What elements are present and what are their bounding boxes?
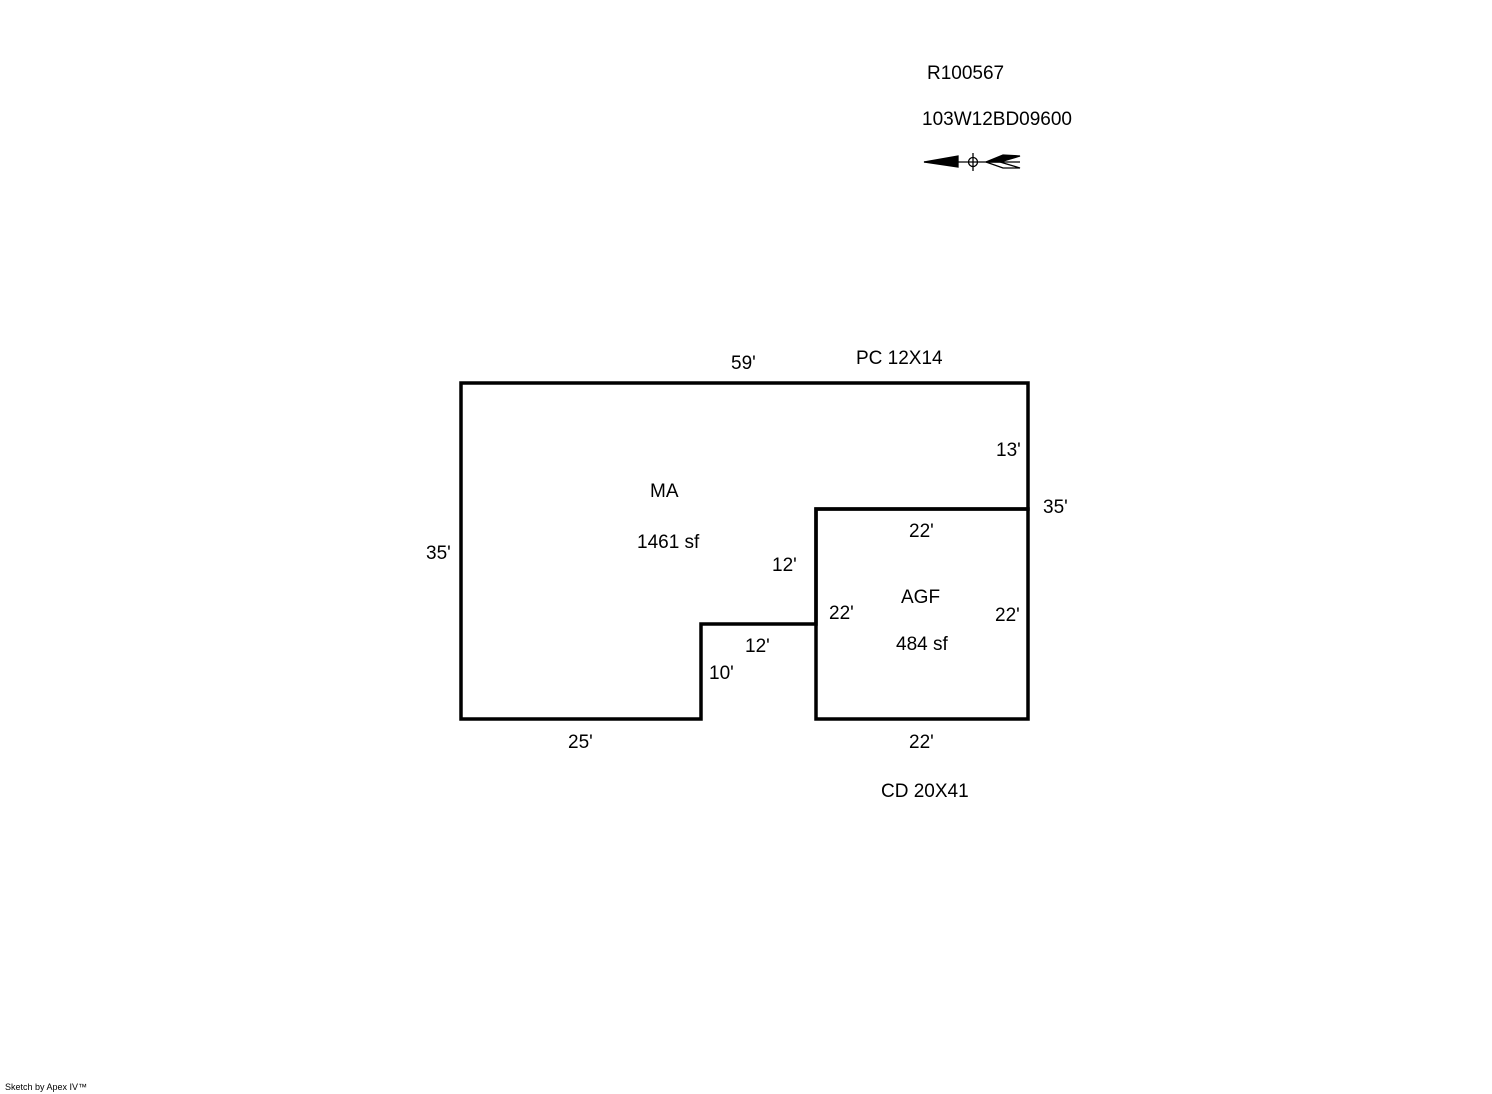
dim-notch-horizontal: 12' — [745, 636, 770, 657]
porch-label: PC 12X14 — [856, 348, 943, 369]
dim-right-total: 35' — [1043, 497, 1068, 518]
main-area-outline — [459, 381, 1030, 721]
garage-code: AGF — [901, 587, 941, 608]
sketch-credit: Sketch by Apex IV™ — [5, 1082, 88, 1092]
dim-main-bottom: 25' — [568, 732, 593, 753]
north-arrow-icon — [923, 153, 1021, 171]
deck-label: CD 20X41 — [881, 781, 969, 802]
dim-main-left: 35' — [426, 543, 451, 564]
garage-size: 484 sf — [896, 634, 948, 655]
parcel-id: 103W12BD09600 — [922, 109, 1072, 130]
dim-garage-bottom: 22' — [909, 732, 934, 753]
record-id: R100567 — [927, 63, 1005, 84]
dim-garage-left: 22' — [829, 603, 854, 624]
dim-notch-vertical: 10' — [709, 663, 734, 684]
main-area-code: MA — [650, 481, 679, 502]
dim-garage-top: 22' — [909, 521, 934, 542]
dim-right-upper: 13' — [996, 440, 1021, 461]
garage-outline — [814, 507, 1030, 721]
dim-garage-right: 22' — [995, 605, 1020, 626]
dim-main-top: 59' — [731, 353, 756, 374]
main-area-size: 1461 sf — [637, 532, 700, 553]
dim-inner-vertical: 12' — [772, 555, 797, 576]
